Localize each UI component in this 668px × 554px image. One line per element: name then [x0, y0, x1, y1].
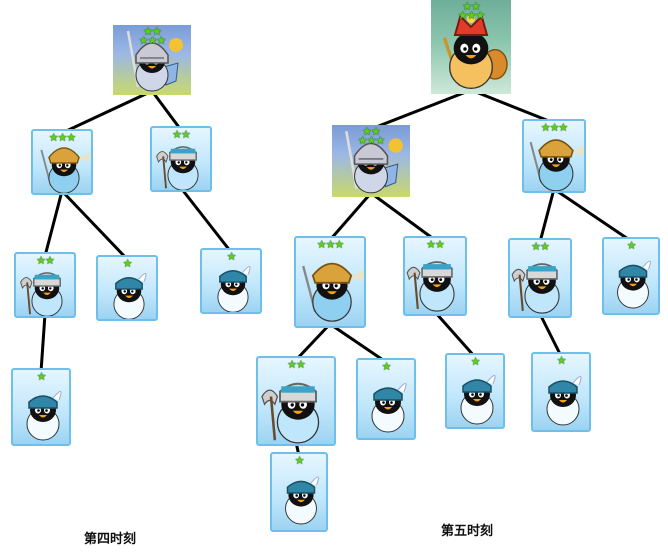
tree-link-line — [369, 191, 437, 242]
unit-card-r-root[interactable]: ★★★★★ — [431, 0, 511, 94]
axe-penguin-icon — [20, 272, 63, 316]
feather-hat-penguin-icon — [217, 266, 251, 312]
star-rating-icon: ★ — [36, 370, 47, 383]
unit-card-r-a1b[interactable]: ★ — [356, 358, 416, 440]
axe-penguin-icon — [406, 261, 455, 312]
tree-link-line — [552, 187, 633, 243]
star-rating-icon: ★★ — [426, 238, 445, 251]
star-rating-icon: ★★★ — [316, 238, 345, 251]
unit-card-l-a1[interactable]: ★★ — [14, 252, 76, 318]
tree-link-line — [328, 191, 373, 242]
tree-link-line — [538, 312, 563, 358]
knight-penguin-icon — [126, 30, 183, 92]
tree-link-line — [179, 186, 233, 254]
star-rating-icon: ★ — [294, 454, 305, 467]
star-rating-icon: ★★★ — [357, 134, 386, 147]
unit-card-l-a[interactable]: ★★★ — [31, 129, 93, 195]
star-rating-icon: ★ — [470, 355, 481, 368]
feather-hat-penguin-icon — [113, 273, 147, 319]
star-rating-icon: ★ — [556, 354, 567, 367]
tree-link-line — [369, 88, 473, 131]
star-rating-icon: ★ — [626, 239, 637, 252]
star-rating-icon: ★ — [381, 360, 392, 373]
star-rating-icon: ★★★ — [48, 131, 77, 144]
unit-card-r-a[interactable]: ★★★★★ — [332, 125, 410, 197]
feather-hat-penguin-icon — [26, 391, 62, 441]
axe-penguin-icon — [156, 146, 199, 190]
feather-hat-penguin-icon — [371, 383, 407, 433]
star-rating-icon: ★★ — [172, 128, 191, 141]
star-rating-icon: ★★ — [462, 0, 481, 13]
star-rating-icon: ★★★ — [138, 34, 167, 47]
tree-link-line — [60, 89, 154, 135]
unit-card-r-a2[interactable]: ★★ — [403, 236, 467, 316]
unit-card-r-a2a[interactable]: ★ — [445, 353, 505, 429]
tree-link-line — [39, 312, 47, 374]
unit-card-r-b1[interactable]: ★★ — [508, 238, 572, 318]
tree-link-line — [294, 322, 332, 362]
star-rating-icon: ★★ — [36, 254, 55, 267]
feather-hat-penguin-icon — [285, 476, 319, 525]
knight-penguin-icon — [345, 130, 403, 194]
axe-penguin-icon — [261, 382, 320, 444]
unit-card-r-b[interactable]: ★★★ — [522, 119, 586, 193]
gold-helmet-penguin-icon — [529, 139, 584, 191]
star-rating-icon: ★★ — [143, 25, 162, 38]
unit-card-l-root[interactable]: ★★★★★ — [113, 25, 191, 95]
tree-link-line — [538, 187, 556, 244]
unit-card-r-a1a[interactable]: ★★ — [256, 356, 336, 446]
gold-helmet-penguin-icon — [40, 147, 91, 193]
unit-card-r-b2[interactable]: ★ — [602, 237, 660, 315]
caption-time-four: 第四时刻 — [84, 532, 137, 547]
unit-card-r-a1[interactable]: ★★★ — [294, 236, 366, 328]
star-rating-icon: ★★★ — [540, 121, 569, 134]
tree-link-line — [150, 89, 183, 132]
unit-card-l-b[interactable]: ★★ — [150, 126, 212, 192]
unit-card-r-b1a[interactable]: ★ — [531, 352, 591, 432]
tree-link-line — [43, 189, 64, 258]
star-rating-icon: ★★★ — [457, 9, 486, 22]
star-rating-icon: ★★ — [287, 358, 306, 371]
tree-link-line — [469, 88, 556, 125]
caption-time-five: 第五时刻 — [441, 524, 494, 539]
star-rating-icon: ★★ — [531, 240, 550, 253]
gold-helmet-penguin-icon — [302, 262, 364, 322]
unit-card-r-a1a1[interactable]: ★ — [270, 452, 328, 532]
feather-hat-penguin-icon — [460, 375, 496, 425]
star-rating-icon: ★★ — [362, 125, 381, 138]
tree-link-line — [328, 322, 388, 364]
unit-card-l-a2[interactable]: ★ — [96, 255, 158, 321]
unit-card-l-b1[interactable]: ★ — [200, 248, 262, 314]
king-penguin-icon — [442, 14, 508, 89]
star-rating-icon: ★ — [226, 250, 237, 263]
tree-link-line — [60, 189, 129, 261]
tree-link-line — [433, 310, 477, 359]
star-rating-icon: ★ — [122, 257, 133, 270]
axe-penguin-icon — [511, 263, 560, 314]
feather-hat-penguin-icon — [546, 376, 582, 426]
unit-card-l-a1a[interactable]: ★ — [11, 368, 71, 446]
feather-hat-penguin-icon — [617, 260, 651, 309]
